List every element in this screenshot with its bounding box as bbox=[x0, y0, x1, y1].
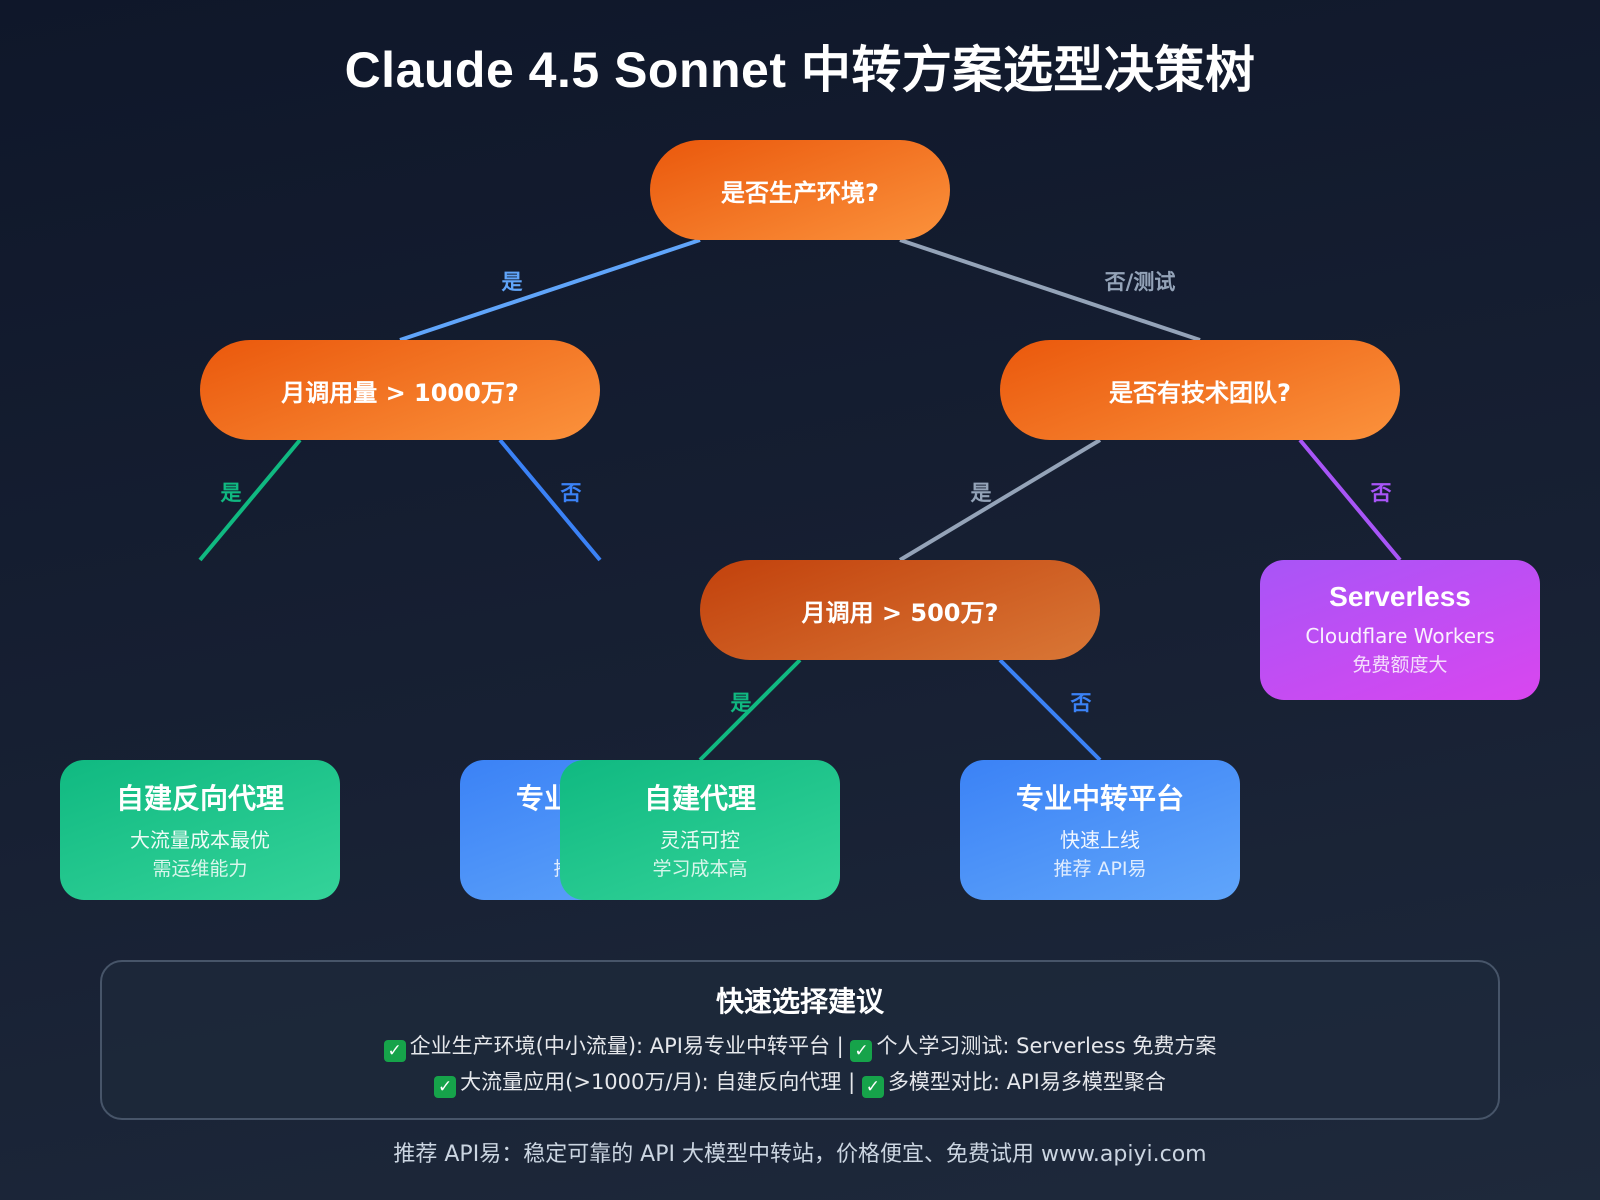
leaf-line1: 大流量成本最优 bbox=[130, 828, 270, 852]
summary-line-2: ✓大流量应用(>1000万/月): 自建反向代理 | ✓多模型对比: API易多… bbox=[434, 1064, 1166, 1100]
edge-v500-no bbox=[998, 658, 1102, 762]
edge-label-root-no: 否/测试 bbox=[1104, 270, 1176, 294]
edge-root-no bbox=[899, 238, 1201, 342]
leaf-line1: 灵活可控 bbox=[660, 828, 740, 852]
edge-v500-yes bbox=[698, 658, 802, 762]
summary-item: 企业生产环境(中小流量): API易专业中转平台 bbox=[409, 1034, 830, 1058]
edge-label-team-yes: 是 bbox=[970, 481, 992, 505]
decision-volume-1000: 月调用量 > 1000万? bbox=[200, 340, 600, 440]
edge-label-v1000-yes: 是 bbox=[220, 481, 242, 505]
check-icon: ✓ bbox=[861, 1076, 884, 1098]
leaf-title: 自建反向代理 bbox=[115, 782, 284, 815]
edge-label-root-yes: 是 bbox=[501, 270, 523, 294]
summary-item: 个人学习测试: Serverless 免费方案 bbox=[876, 1034, 1217, 1058]
edge-team-no bbox=[1298, 438, 1402, 562]
quick-suggestion-panel: 快速选择建议 ✓企业生产环境(中小流量): API易专业中转平台 | ✓个人学习… bbox=[100, 960, 1500, 1120]
summary-line-1: ✓企业生产环境(中小流量): API易专业中转平台 | ✓个人学习测试: Ser… bbox=[383, 1028, 1217, 1064]
decision-volume-1000-label: 月调用量 > 1000万? bbox=[281, 378, 519, 407]
check-icon: ✓ bbox=[383, 1040, 406, 1062]
leaf-line1: Cloudflare Workers bbox=[1305, 624, 1495, 648]
leaf-title: 专业中转平台 bbox=[1015, 782, 1184, 815]
edge-v1000-no bbox=[498, 438, 602, 562]
edge-v1000-yes bbox=[198, 438, 302, 562]
summary-item: 大流量应用(>1000万/月): 自建反向代理 bbox=[460, 1070, 842, 1094]
decision-tech-team: 是否有技术团队? bbox=[1000, 340, 1400, 440]
decision-root: 是否生产环境? bbox=[650, 140, 950, 240]
leaf-reverse-proxy: 自建反向代理 大流量成本最优 需运维能力 bbox=[60, 760, 340, 900]
leaf-line2: 学习成本高 bbox=[652, 858, 748, 880]
check-icon: ✓ bbox=[850, 1040, 873, 1062]
decision-tech-team-label: 是否有技术团队? bbox=[1109, 378, 1291, 407]
edge-root-yes bbox=[399, 238, 701, 342]
summary-heading: 快速选择建议 bbox=[715, 985, 884, 1018]
edge-team-yes bbox=[898, 438, 1102, 562]
leaf-serverless: Serverless Cloudflare Workers 免费额度大 bbox=[1260, 560, 1540, 700]
edge-label-v500-yes: 是 bbox=[730, 691, 752, 715]
leaf-line1: 快速上线 bbox=[1060, 828, 1140, 852]
leaf-line2: 推荐 API易 bbox=[1053, 858, 1147, 880]
leaf-self-proxy: 自建代理 灵活可控 学习成本高 bbox=[560, 760, 840, 900]
leaf-title: Serverless bbox=[1329, 581, 1471, 612]
diagram-title: Claude 4.5 Sonnet 中转方案选型决策树 bbox=[344, 42, 1256, 98]
footer-recommendation: 推荐 API易：稳定可靠的 API 大模型中转站，价格便宜、免费试用 www.a… bbox=[393, 1142, 1207, 1167]
leaf-line2: 免费额度大 bbox=[1352, 654, 1448, 676]
edge-label-v1000-no: 否 bbox=[560, 481, 582, 505]
edge-label-team-no: 否 bbox=[1370, 481, 1392, 505]
leaf-line2: 需运维能力 bbox=[152, 858, 248, 880]
decision-volume-500-label: 月调用 > 500万? bbox=[801, 598, 999, 627]
leaf-relay-platform: 专业中转平台 快速上线 推荐 API易 bbox=[960, 760, 1240, 900]
separator: | bbox=[848, 1070, 856, 1094]
summary-item: 多模型对比: API易多模型聚合 bbox=[887, 1070, 1166, 1094]
separator: | bbox=[836, 1034, 844, 1058]
decision-volume-500: 月调用 > 500万? bbox=[700, 560, 1100, 660]
check-icon: ✓ bbox=[434, 1076, 457, 1098]
edge-label-v500-no: 否 bbox=[1070, 691, 1092, 715]
decision-root-label: 是否生产环境? bbox=[721, 178, 879, 207]
leaf-title: 自建代理 bbox=[643, 782, 756, 815]
